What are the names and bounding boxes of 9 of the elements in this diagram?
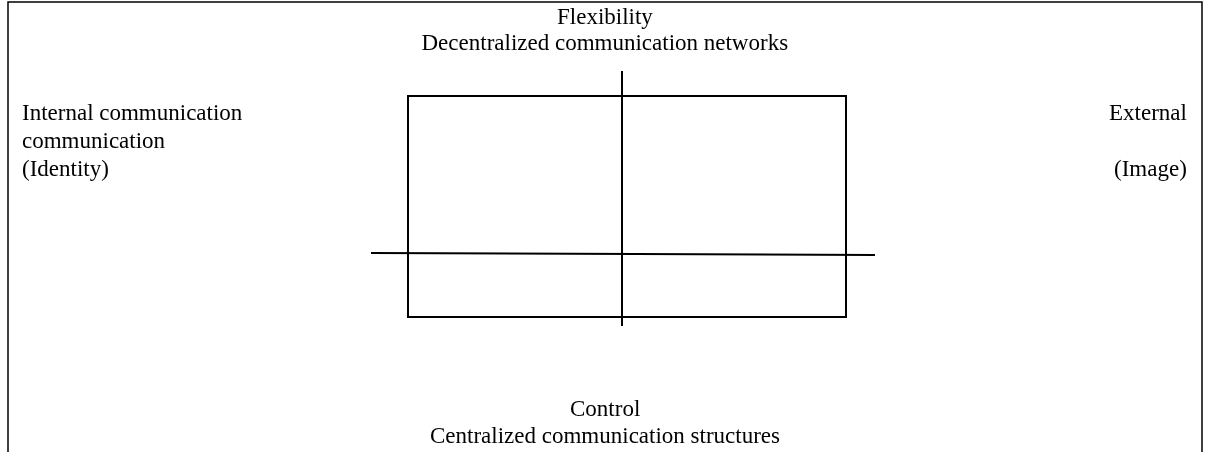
axis-pole-label: Flexibility xyxy=(557,4,653,30)
side-label: (Identity) xyxy=(22,156,109,182)
axis-pole-label: Centralized communication structures xyxy=(430,423,780,449)
side-label: communication xyxy=(22,128,166,154)
axis-pole-label: Decentralized communication networks xyxy=(421,30,789,56)
side-label: Internal communication xyxy=(22,100,243,126)
side-label: External xyxy=(1109,100,1187,126)
side-label: (Image) xyxy=(1114,156,1187,182)
axis-pole-label: Control xyxy=(570,396,641,422)
